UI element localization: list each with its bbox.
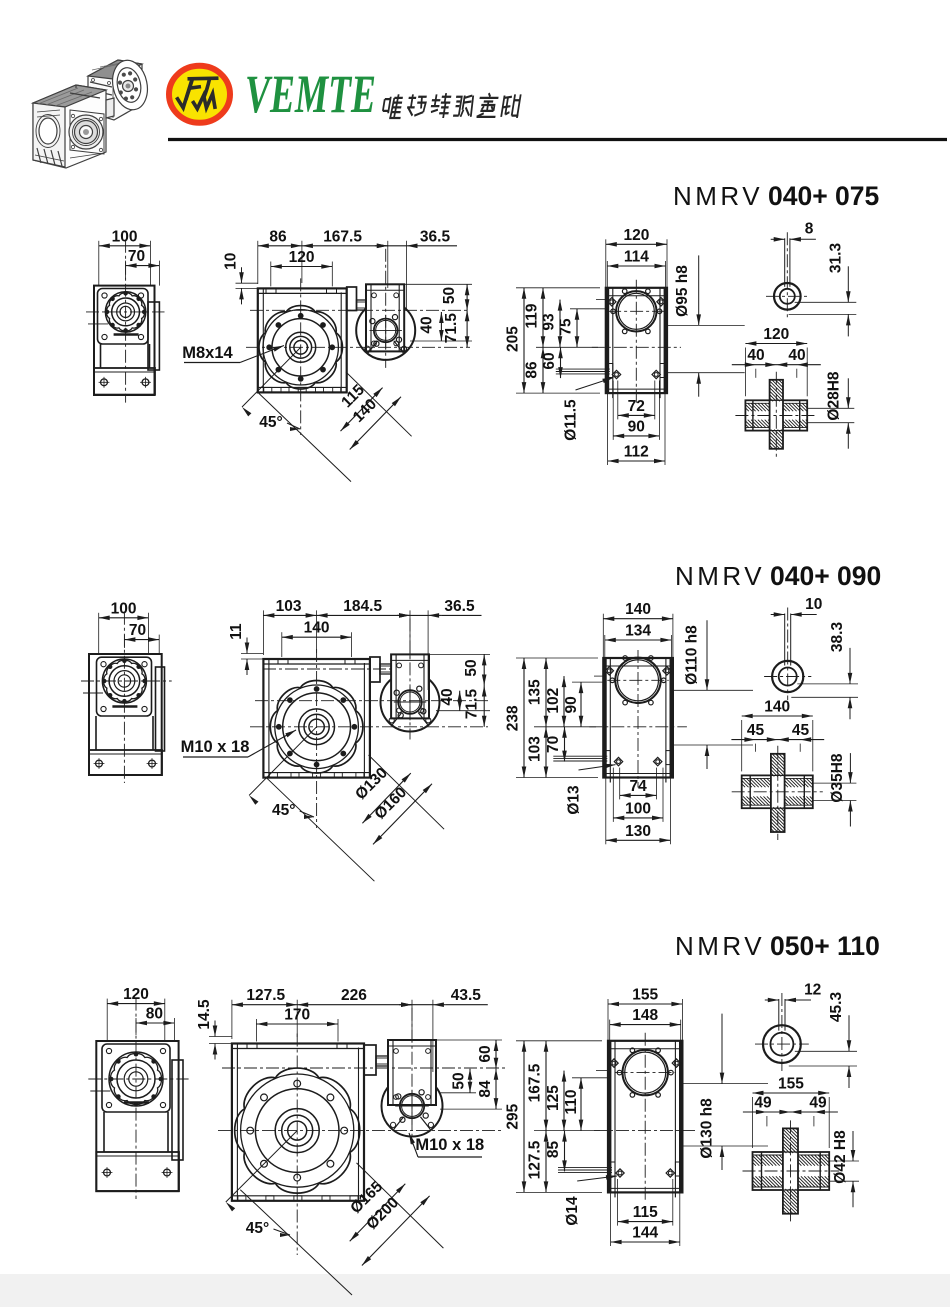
svg-text:43.5: 43.5 — [451, 987, 482, 1004]
svg-text:040+ 075: 040+ 075 — [768, 181, 879, 211]
svg-text:Ø42 H8: Ø42 H8 — [832, 1130, 849, 1184]
svg-text:31.3: 31.3 — [828, 243, 845, 274]
svg-text:90: 90 — [628, 418, 645, 435]
svg-text:12: 12 — [804, 982, 821, 999]
svg-text:120: 120 — [623, 227, 649, 244]
svg-text:50: 50 — [450, 1072, 467, 1089]
svg-text:170: 170 — [284, 1007, 310, 1024]
svg-text:050+ 110: 050+ 110 — [770, 931, 880, 961]
svg-text:184.5: 184.5 — [343, 598, 382, 615]
svg-text:112: 112 — [624, 444, 649, 461]
svg-text:100: 100 — [111, 600, 137, 617]
svg-text:71.5: 71.5 — [464, 689, 481, 720]
svg-text:75: 75 — [558, 318, 575, 336]
svg-text:127.5: 127.5 — [527, 1140, 544, 1179]
svg-text:84: 84 — [477, 1080, 494, 1098]
svg-text:90: 90 — [563, 696, 580, 713]
svg-text:155: 155 — [632, 987, 658, 1004]
svg-text:M8x14: M8x14 — [182, 344, 233, 362]
svg-text:49: 49 — [809, 1095, 827, 1112]
svg-text:119: 119 — [524, 303, 541, 328]
svg-text:49: 49 — [754, 1095, 772, 1112]
svg-text:45.3: 45.3 — [828, 992, 845, 1023]
svg-text:60: 60 — [477, 1045, 494, 1062]
svg-text:102: 102 — [545, 688, 562, 714]
svg-text:36.5: 36.5 — [444, 598, 475, 615]
svg-text:50: 50 — [441, 287, 458, 304]
svg-text:120: 120 — [763, 326, 789, 343]
svg-text:148: 148 — [632, 1007, 658, 1024]
svg-text:45°: 45° — [259, 414, 282, 431]
svg-text:130: 130 — [625, 823, 651, 840]
svg-text:40: 40 — [439, 688, 456, 705]
svg-text:134: 134 — [625, 623, 651, 640]
svg-text:M10 x 18: M10 x 18 — [415, 1136, 484, 1154]
svg-text:10: 10 — [223, 253, 240, 270]
svg-text:85: 85 — [545, 1141, 562, 1159]
svg-text:86: 86 — [269, 228, 287, 245]
svg-text:040+ 090: 040+ 090 — [770, 561, 881, 591]
svg-text:45°: 45° — [246, 1220, 269, 1237]
svg-text:140: 140 — [304, 620, 330, 637]
svg-text:80: 80 — [146, 1006, 163, 1023]
svg-text:114: 114 — [624, 249, 649, 266]
svg-text:238: 238 — [505, 705, 522, 731]
svg-text:144: 144 — [632, 1225, 658, 1242]
svg-text:40: 40 — [788, 347, 805, 364]
svg-text:226: 226 — [341, 987, 367, 1004]
svg-text:38.3: 38.3 — [829, 622, 846, 653]
svg-text:72: 72 — [628, 398, 645, 415]
svg-text:120: 120 — [289, 249, 315, 266]
svg-text:M10 x 18: M10 x 18 — [181, 738, 250, 756]
svg-text:205: 205 — [505, 326, 522, 352]
svg-text:100: 100 — [625, 800, 651, 817]
svg-text:127.5: 127.5 — [246, 987, 285, 1004]
svg-text:VEMTE: VEMTE — [245, 64, 376, 124]
svg-text:Ø110 h8: Ø110 h8 — [684, 625, 701, 685]
svg-text:120: 120 — [123, 986, 149, 1003]
svg-text:Ø95 h8: Ø95 h8 — [674, 265, 691, 317]
svg-text:70: 70 — [129, 622, 146, 639]
svg-text:167.5: 167.5 — [323, 228, 362, 245]
svg-text:70: 70 — [545, 736, 562, 753]
svg-text:Ø14: Ø14 — [564, 1196, 581, 1226]
svg-text:NMRV: NMRV — [675, 931, 765, 961]
svg-text:110: 110 — [563, 1089, 580, 1114]
svg-text:50: 50 — [463, 659, 480, 676]
svg-text:36.5: 36.5 — [420, 228, 451, 245]
svg-text:Ø28H8: Ø28H8 — [826, 371, 843, 420]
svg-text:40: 40 — [747, 347, 764, 364]
svg-text:Ø35H8: Ø35H8 — [829, 753, 846, 802]
svg-text:Ø11.5: Ø11.5 — [563, 399, 580, 441]
svg-text:93: 93 — [541, 313, 558, 331]
svg-text:71.5: 71.5 — [443, 313, 460, 344]
svg-text:103: 103 — [276, 598, 302, 615]
svg-text:45: 45 — [747, 722, 765, 739]
svg-text:86: 86 — [524, 361, 541, 379]
svg-text:125: 125 — [545, 1085, 562, 1111]
svg-text:Ø13: Ø13 — [566, 785, 583, 815]
svg-text:103: 103 — [527, 736, 544, 762]
svg-text:135: 135 — [527, 679, 544, 705]
svg-text:295: 295 — [505, 1103, 522, 1129]
svg-text:8: 8 — [805, 221, 814, 238]
svg-text:140: 140 — [764, 699, 790, 716]
svg-text:100: 100 — [112, 228, 138, 245]
svg-text:70: 70 — [128, 248, 145, 265]
svg-text:155: 155 — [778, 1076, 804, 1093]
svg-text:NMRV: NMRV — [673, 181, 763, 211]
svg-text:Ø130 h8: Ø130 h8 — [699, 1098, 716, 1159]
svg-text:45°: 45° — [272, 802, 295, 819]
svg-text:10: 10 — [805, 596, 822, 613]
svg-text:40: 40 — [419, 316, 436, 333]
svg-text:14.5: 14.5 — [196, 999, 213, 1030]
svg-text:74: 74 — [629, 778, 647, 795]
svg-text:NMRV: NMRV — [675, 561, 765, 591]
svg-text:60: 60 — [541, 352, 558, 369]
svg-text:115: 115 — [633, 1204, 658, 1221]
svg-text:45: 45 — [792, 722, 810, 739]
svg-text:167.5: 167.5 — [527, 1063, 544, 1102]
svg-text:11: 11 — [228, 623, 245, 640]
svg-text:140: 140 — [625, 601, 651, 618]
